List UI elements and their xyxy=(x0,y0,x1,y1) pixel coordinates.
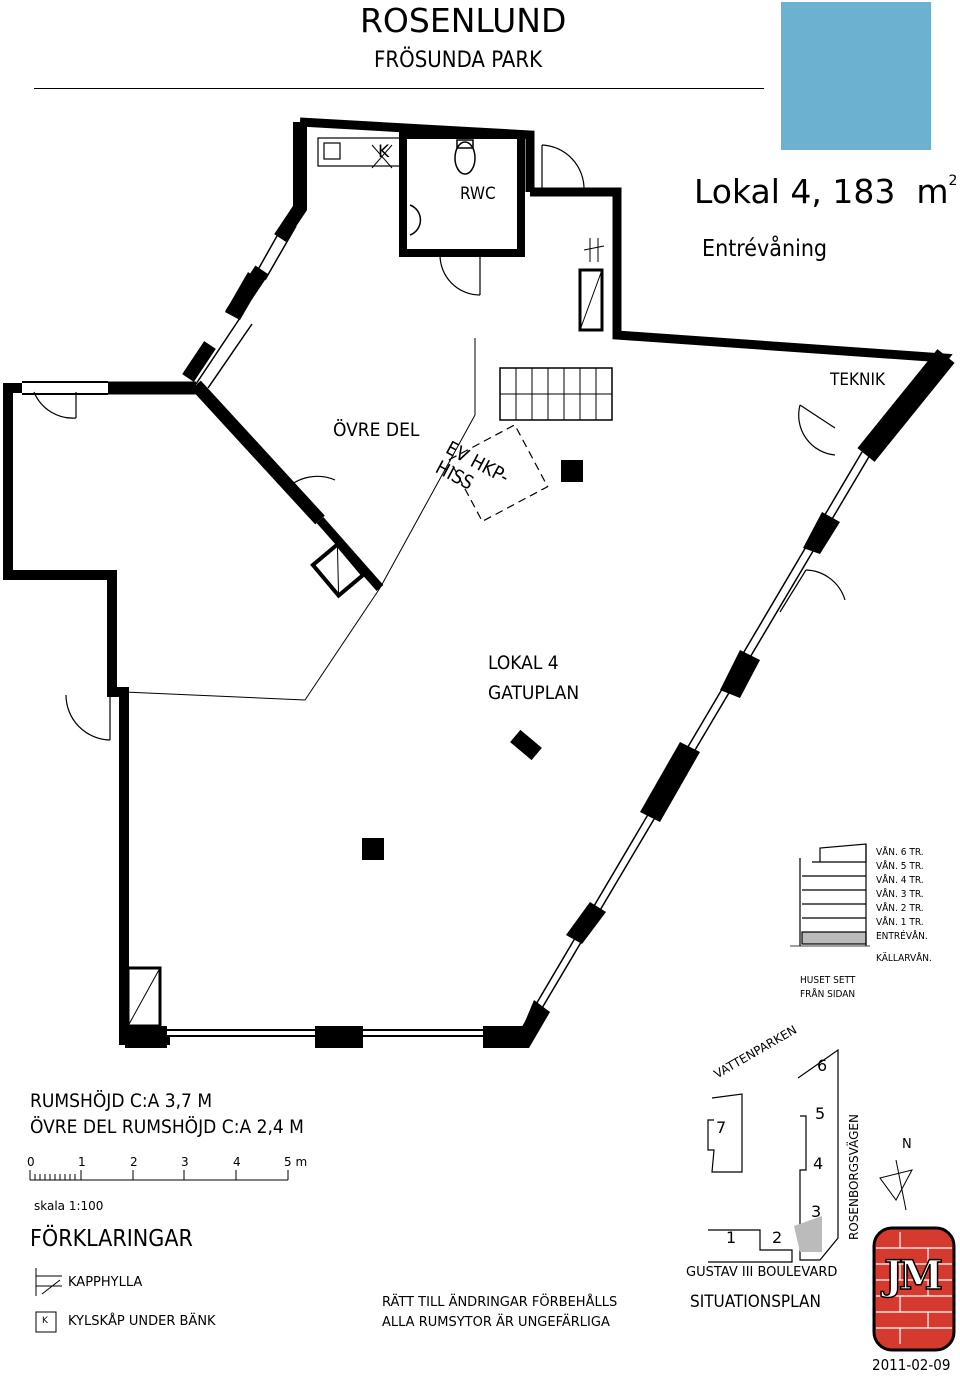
thin-walls xyxy=(22,131,871,1037)
unit-unit: m xyxy=(916,172,949,211)
site-number: 6 xyxy=(817,1056,828,1075)
logo-letters: JM xyxy=(883,1252,944,1299)
room-ovre-del: ÖVRE DEL xyxy=(333,419,420,441)
project-subtitle: FRÖSUNDA PARK xyxy=(374,48,543,73)
columns xyxy=(362,460,583,860)
elevator-outline xyxy=(448,424,549,523)
unit-sup: 2 xyxy=(948,173,958,189)
legend-k-icon: K xyxy=(42,1316,48,1326)
drawing-date: 2011-02-09 xyxy=(872,1356,951,1374)
building-section xyxy=(790,843,870,947)
scale-label: skala 1:100 xyxy=(34,1199,104,1213)
floor-item: VÅN. 2 TR. xyxy=(876,903,924,914)
doors xyxy=(33,144,846,741)
site-number: 4 xyxy=(813,1154,824,1173)
floor-item: VÅN. 5 TR. xyxy=(876,861,924,872)
site-number: 5 xyxy=(815,1104,826,1123)
header-rule xyxy=(34,88,764,89)
kitchen-k-label: K xyxy=(378,142,390,162)
legend-icons xyxy=(35,1268,62,1333)
scale-tick: 0 xyxy=(27,1155,35,1169)
scale-tick: 2 xyxy=(130,1155,138,1169)
room-rwc: RWC xyxy=(460,184,496,204)
scale-bar xyxy=(29,1170,289,1181)
scale-tick: 1 xyxy=(78,1155,86,1169)
scale-tick: 5 m xyxy=(284,1155,308,1169)
thick-walls xyxy=(3,117,955,1048)
unit-name: Lokal 4, 183 xyxy=(694,172,896,211)
jm-logo xyxy=(872,1226,956,1352)
legend-kapphylla: KAPPHYLLA xyxy=(68,1275,143,1290)
scale-tick: 3 xyxy=(181,1155,189,1169)
site-number: 2 xyxy=(772,1228,783,1247)
floor-item: KÄLLARVÅN. xyxy=(876,953,932,964)
note-line-1: RÄTT TILL ÄNDRINGAR FÖRBEHÅLLS xyxy=(382,1295,618,1310)
room-gatuplan: GATUPLAN xyxy=(488,682,580,704)
room-height-1: RUMSHÖJD C:A 3,7 M xyxy=(30,1090,213,1112)
site-plan xyxy=(707,1048,839,1263)
legend-title: FÖRKLARINGAR xyxy=(30,1226,193,1252)
site-number: 1 xyxy=(726,1228,737,1247)
room-height-2: ÖVRE DEL RUMSHÖJD C:A 2,4 M xyxy=(30,1116,304,1138)
north-arrow-icon xyxy=(879,1159,913,1211)
floor-item: VÅN. 3 TR. xyxy=(876,889,924,900)
note-line-2: ALLA RUMSYTOR ÄR UNGEFÄRLIGA xyxy=(382,1315,610,1330)
floor-item: VÅN. 4 TR. xyxy=(876,875,924,886)
room-lokal: LOKAL 4 xyxy=(488,652,559,674)
accent-square xyxy=(781,2,931,150)
site-north: N xyxy=(902,1137,912,1152)
room-teknik: TEKNIK xyxy=(830,370,886,390)
floor-item: ENTRÉVÅN. xyxy=(876,931,928,942)
floor-item: VÅN. 6 TR. xyxy=(876,847,924,858)
section-caption-2: FRÅN SIDAN xyxy=(800,989,856,1000)
site-number: 7 xyxy=(716,1118,727,1137)
scale-tick: 4 xyxy=(233,1155,241,1169)
site-rosenborgsvagen: ROSENBORGSVÄGEN xyxy=(847,1114,861,1240)
project-title: ROSENLUND xyxy=(360,1,567,40)
site-title: SITUATIONSPLAN xyxy=(690,1292,821,1312)
site-gustav: GUSTAV III BOULEVARD xyxy=(686,1265,838,1280)
section-caption-1: HUSET SETT xyxy=(800,975,856,986)
floor-label: Entrévåning xyxy=(702,236,828,262)
site-number: 3 xyxy=(811,1202,822,1221)
unit-label: Lokal 4, 183 m2 xyxy=(694,174,957,208)
legend-kylskap: KYLSKÅP UNDER BÄNK xyxy=(68,1314,216,1329)
floor-item: VÅN. 1 TR. xyxy=(876,917,924,928)
